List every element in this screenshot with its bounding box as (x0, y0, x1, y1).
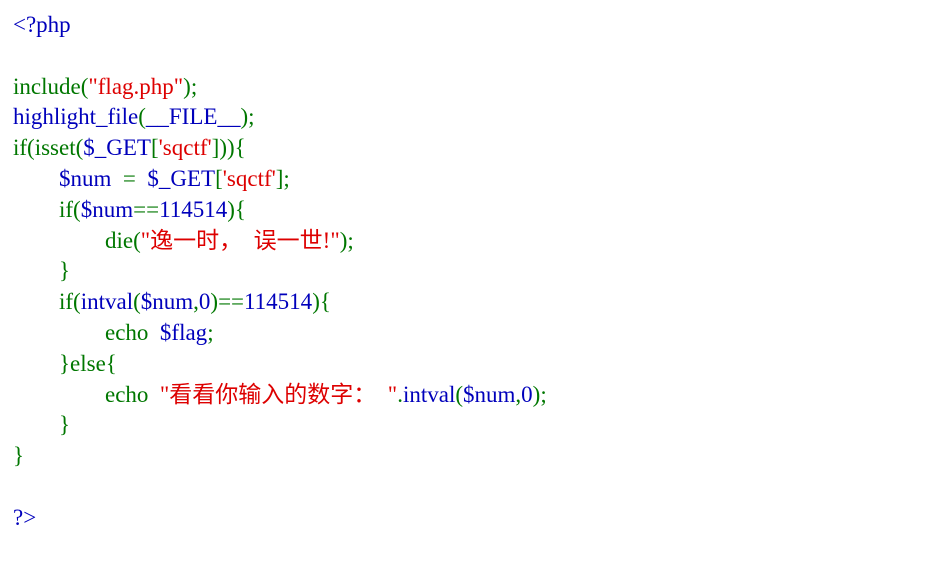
code-token: ( (133, 289, 141, 315)
code-line: } (13, 441, 547, 472)
code-line: ?> (13, 503, 547, 534)
code-token: } (13, 443, 25, 469)
code-line: }else{ (13, 349, 547, 380)
code-token: 114514 (244, 289, 313, 315)
code-token: if(isset( (13, 135, 84, 161)
code-token: ( (455, 381, 464, 407)
code-token: "看看你输入的数字： " (154, 381, 398, 407)
code-token: , (193, 289, 199, 315)
code-token: ])){ (211, 135, 246, 161)
code-line: include("flag.php"); (13, 72, 547, 103)
code-token: echo (105, 319, 155, 345)
code-token: }else{ (59, 350, 117, 376)
code-token: intval (80, 289, 134, 315)
code-token: $num (59, 165, 118, 191)
code-token: ){ (312, 289, 331, 315)
code-token: 'sqctf' (158, 135, 212, 161)
code-token: . (397, 381, 403, 407)
code-line: highlight_file(__FILE__); (13, 102, 547, 133)
code-token: <?php (13, 12, 71, 37)
code-line (13, 472, 547, 503)
code-token: ; (207, 319, 214, 345)
code-token: highlight_file (13, 104, 139, 130)
code-token: [ (215, 165, 223, 191)
code-line: echo $flag; (13, 318, 547, 349)
code-token: $_GET (141, 165, 216, 191)
code-token (13, 197, 59, 222)
code-token: if( (59, 289, 81, 315)
code-token: intval (402, 381, 456, 407)
code-token: __FILE__ (145, 104, 241, 130)
code-token (13, 382, 105, 407)
code-token: if( (59, 196, 81, 222)
code-line: } (13, 256, 547, 287)
code-line: echo "看看你输入的数字： ".intval($num,0); (13, 380, 547, 411)
code-token (13, 258, 59, 283)
code-line: if(intval($num,0)==114514){ (13, 287, 547, 318)
code-token: )== (210, 289, 245, 315)
code-line: if(isset($_GET['sqctf'])){ (13, 133, 547, 164)
code-token: include (13, 73, 81, 99)
code-token: 0 (198, 289, 211, 315)
code-token: $flag (154, 319, 208, 345)
code-line: die("逸一时， 误一世!"); (13, 226, 547, 257)
code-token: ); (183, 73, 198, 99)
code-token: ); (240, 104, 255, 130)
code-token: die( (105, 227, 141, 253)
code-token: = (117, 165, 142, 191)
code-token: 'sqctf' (222, 165, 276, 191)
code-token: "flag.php" (88, 73, 184, 99)
code-token: 0 (521, 381, 533, 407)
code-token: ( (138, 104, 146, 130)
code-token: ?> (13, 504, 37, 530)
code-token: ( (80, 73, 89, 99)
code-line: <?php (13, 10, 547, 41)
code-token: echo (105, 381, 155, 407)
code-token: [ (150, 135, 159, 161)
code-line: } (13, 410, 547, 441)
code-token: ){ (227, 196, 246, 222)
code-token (13, 289, 59, 314)
code-line: $num = $_GET['sqctf']; (13, 164, 547, 195)
code-token: $_GET (83, 135, 151, 161)
code-line: if($num==114514){ (13, 195, 547, 226)
code-line (13, 41, 547, 72)
code-token: $num (80, 196, 134, 222)
code-token (13, 228, 105, 253)
code-token: "逸一时， 误一世!" (140, 227, 340, 253)
code-token: } (59, 412, 71, 438)
code-token (13, 351, 59, 376)
code-token (13, 320, 105, 345)
code-token: 114514 (159, 196, 228, 222)
code-token: } (59, 258, 71, 284)
code-token: $num (140, 289, 194, 315)
code-token: ); (532, 381, 547, 407)
code-token: $num (463, 381, 516, 407)
code-token (13, 166, 59, 191)
code-token: ); (339, 227, 354, 253)
code-token: , (515, 381, 522, 407)
code-token (13, 412, 59, 437)
code-token: ]; (275, 165, 290, 191)
code-token: == (133, 196, 160, 222)
